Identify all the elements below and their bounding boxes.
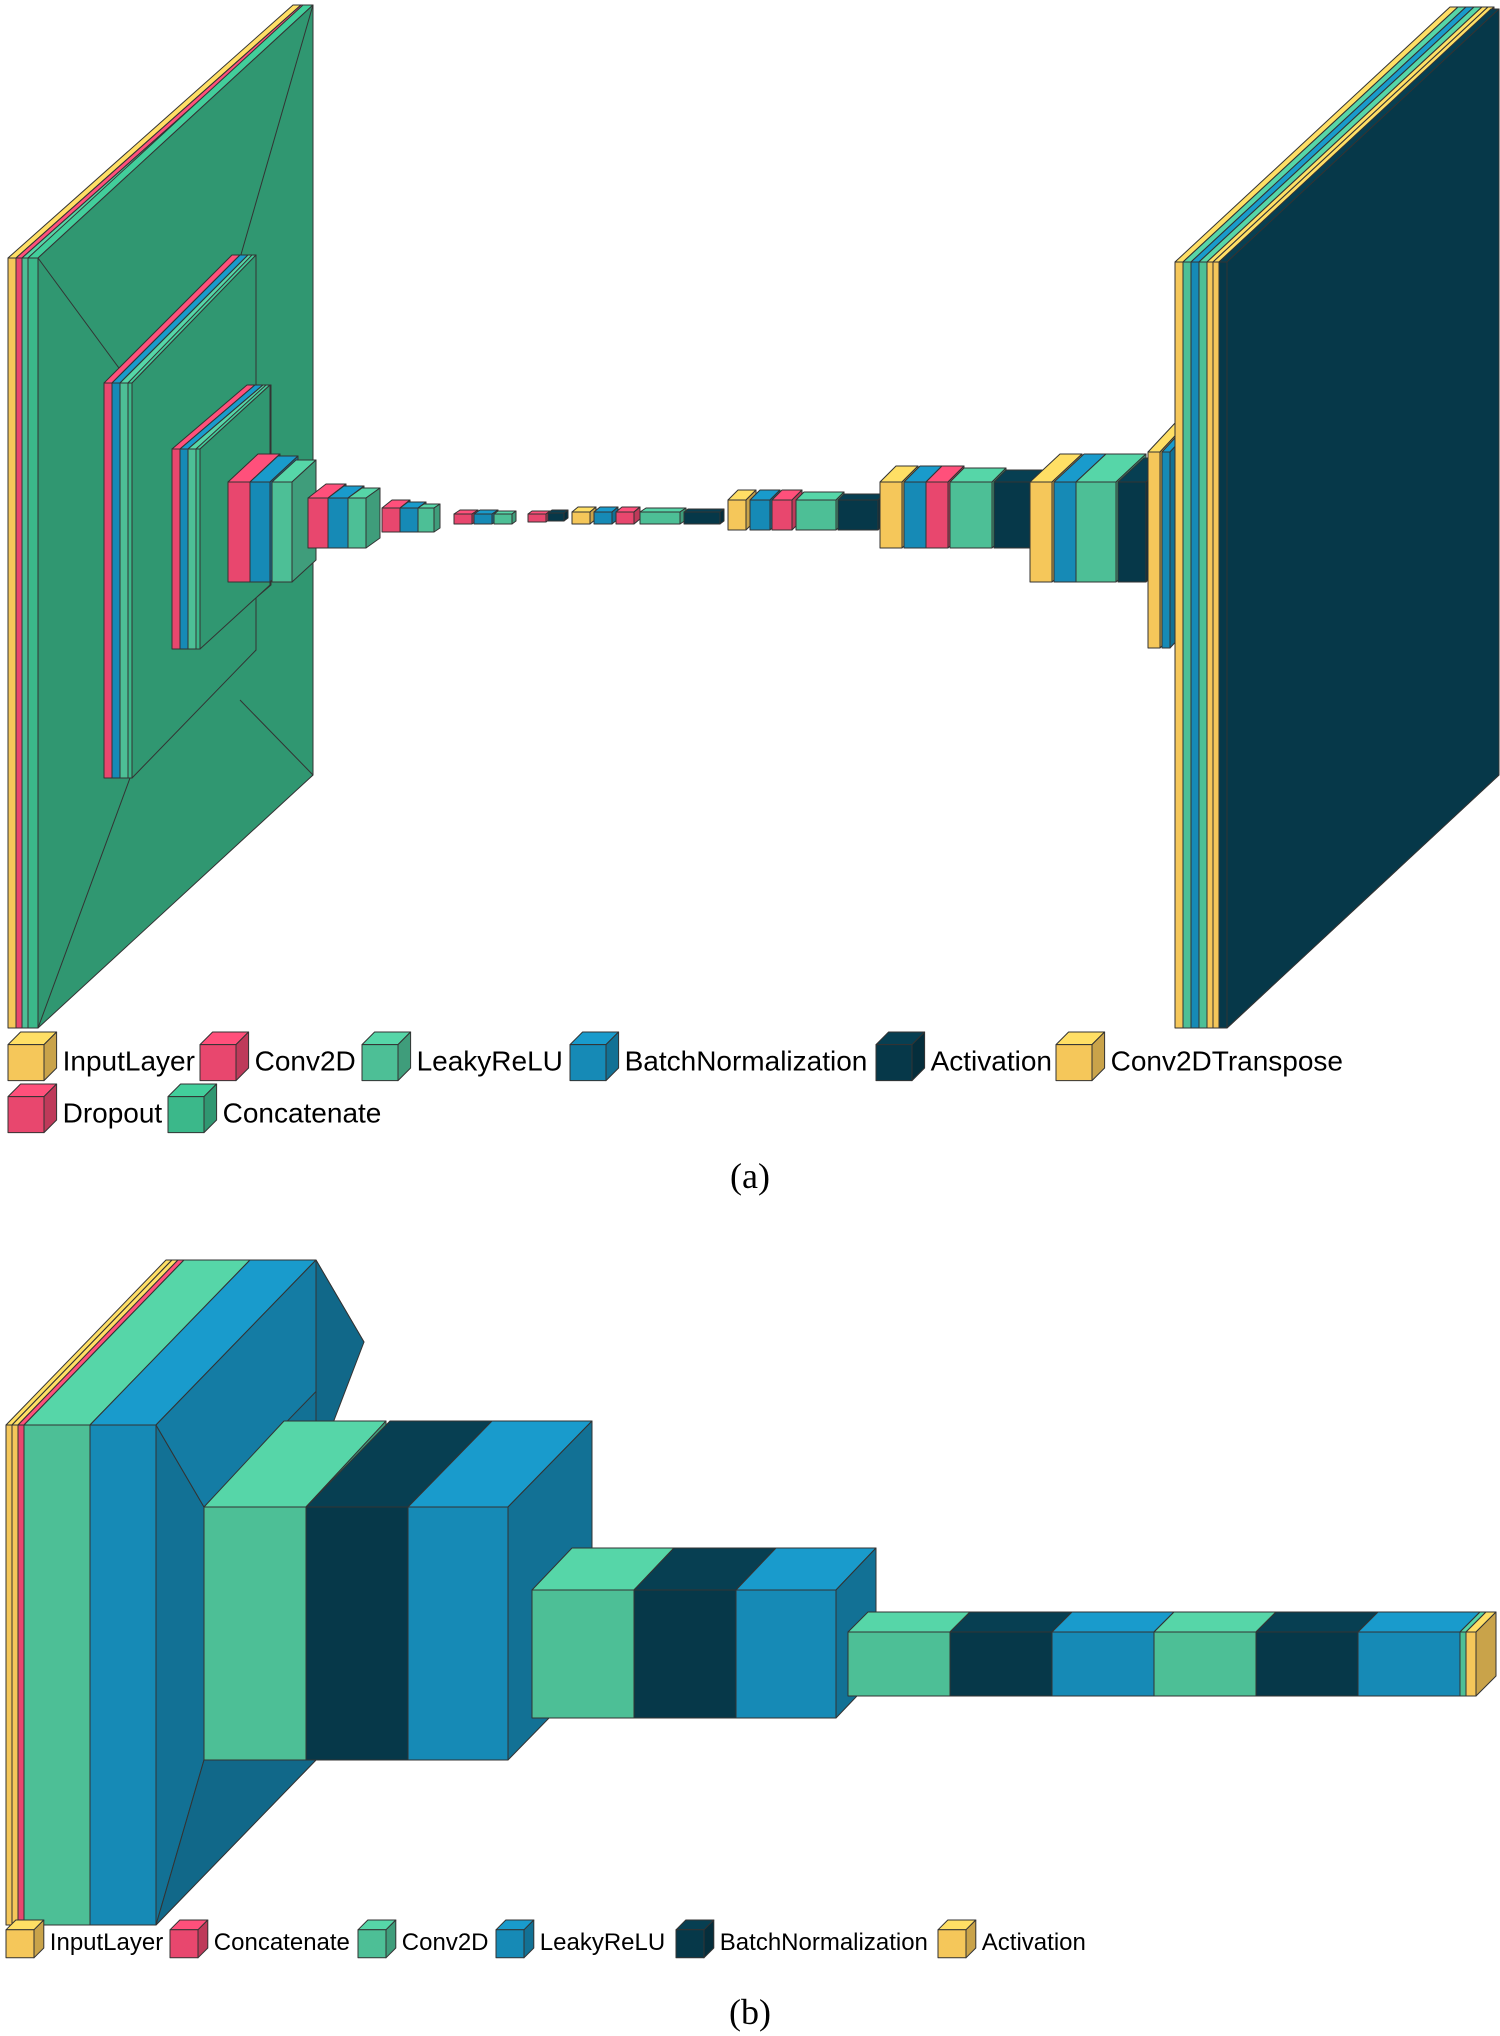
- panel-b-caption: (b): [729, 1992, 771, 2032]
- legend-label: InputLayer: [50, 1929, 163, 1956]
- leaky-block: [639, 507, 687, 525]
- legend-item-activation: Activation: [875, 1031, 1052, 1082]
- input-block: [571, 506, 597, 525]
- legend-swatch-concatenate: [167, 1083, 218, 1134]
- legend-swatch-leakyrelu: [361, 1031, 412, 1082]
- legend-item-inputlayer: InputLayer: [5, 1919, 163, 1959]
- legend-label: LeakyReLU: [540, 1929, 665, 1956]
- panel-b-encoder-diagram: [5, 1259, 1497, 1926]
- legend-swatch-batchnormalization: [675, 1919, 715, 1959]
- activation-block: [547, 509, 569, 522]
- leaky-block: [271, 459, 317, 583]
- legend-swatch-activation: [875, 1031, 926, 1082]
- legend-swatch-batchnormalization: [569, 1031, 620, 1082]
- legend-item-concatenate: Concatenate: [167, 1083, 382, 1134]
- legend-label: Dropout: [63, 1098, 163, 1129]
- leaky-block: [417, 503, 441, 533]
- legend-label: LeakyReLU: [417, 1046, 563, 1077]
- legend-swatch-inputlayer: [5, 1919, 45, 1959]
- legend-item-concatenate: Concatenate: [169, 1919, 350, 1959]
- legend-swatch-conv2d: [199, 1031, 250, 1082]
- legend-label: InputLayer: [63, 1046, 195, 1077]
- bn-block: [593, 506, 619, 525]
- legend-item-conv2dtranspose: Conv2DTranspose: [1055, 1031, 1343, 1082]
- legend-item-conv2d: Conv2D: [199, 1031, 356, 1082]
- panel-a-unet-diagram: [7, 4, 1500, 1029]
- legend-item-conv2d: Conv2D: [357, 1919, 489, 1959]
- activation-block: [683, 508, 725, 525]
- panel-a-caption: (a): [730, 1156, 770, 1196]
- legend-label: Concatenate: [223, 1098, 382, 1129]
- legend-swatch-conv2dtranspose: [1055, 1031, 1106, 1082]
- legend-label: Activation: [931, 1046, 1052, 1077]
- conv2d-block: [615, 506, 641, 525]
- legend-item-leakyrelu: LeakyReLU: [495, 1919, 665, 1959]
- legend-swatch-leakyrelu: [495, 1919, 535, 1959]
- legend-item-batchnormalization: BatchNormalization: [675, 1919, 928, 1959]
- legend-label: BatchNormalization: [720, 1929, 928, 1956]
- legend-label: Activation: [982, 1929, 1086, 1956]
- legend-label: Concatenate: [214, 1929, 350, 1956]
- legend-swatch-inputlayer: [7, 1031, 58, 1082]
- leaky-block: [493, 510, 517, 525]
- legend-item-dropout: Dropout: [7, 1083, 163, 1134]
- legend-swatch-dropout: [7, 1083, 58, 1134]
- legend-item-leakyrelu: LeakyReLU: [361, 1031, 563, 1082]
- leaky-block: [347, 487, 381, 549]
- legend-label: Conv2DTranspose: [1111, 1046, 1343, 1077]
- legend-swatch-conv2d: [357, 1919, 397, 1959]
- legend-label: Conv2D: [255, 1046, 356, 1077]
- legend-label: BatchNormalization: [625, 1046, 868, 1077]
- legend-item-activation: Activation: [937, 1919, 1086, 1959]
- legend-item-batchnormalization: BatchNormalization: [569, 1031, 868, 1082]
- legend-item-inputlayer: InputLayer: [7, 1031, 195, 1082]
- panel-a-legend: InputLayer Conv2D LeakyReLU BatchNormalizat…: [7, 1031, 1343, 1134]
- legend-swatch-activation: [937, 1919, 977, 1959]
- activation-output-face: [1226, 8, 1500, 1029]
- conv2d-block: [527, 510, 551, 523]
- activation-block: [1465, 1611, 1497, 1697]
- legend-label: Conv2D: [402, 1929, 489, 1956]
- leaky-block: [795, 491, 845, 531]
- legend-swatch-concatenate: [169, 1919, 209, 1959]
- panel-b-legend: InputLayer Concatenate Conv2D LeakyReLU Batc…: [5, 1919, 1086, 1959]
- activation-block: [837, 493, 885, 531]
